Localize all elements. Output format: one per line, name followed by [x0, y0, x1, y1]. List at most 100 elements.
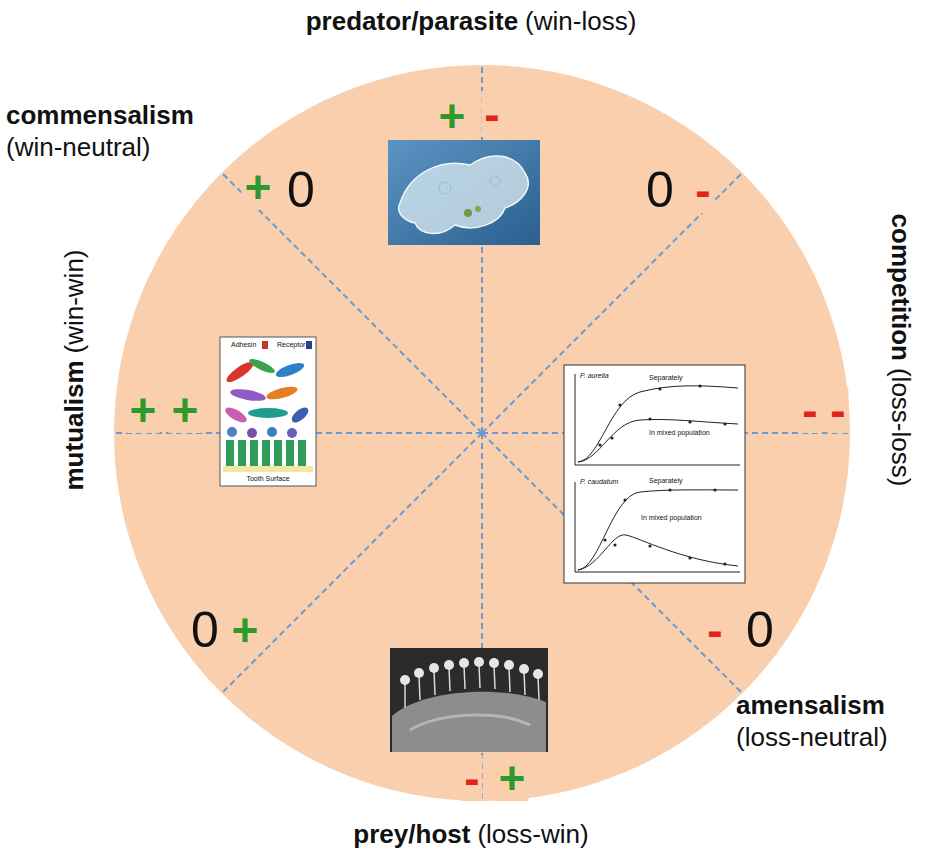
figure-text-group: Separately [648, 477, 683, 485]
figure-text-group: P. aurelia [579, 372, 610, 380]
sign-symbol-group: 0 [188, 605, 222, 655]
sign-symbol: + [229, 607, 262, 653]
illustration-part [519, 664, 529, 674]
cell-fold [410, 715, 530, 730]
photo-frame [390, 648, 548, 752]
illustration-part [414, 668, 424, 678]
relation-heading-group: mutualism(win-win) [59, 249, 91, 490]
amoeba-photo [388, 140, 540, 245]
pellicle-column [274, 440, 282, 466]
illustration-part [509, 667, 510, 692]
bacterium [248, 408, 288, 418]
relation-heading-group: amensalism(loss-neutral) [736, 690, 888, 753]
sign-symbol-group: - [481, 91, 502, 137]
illustration-part [688, 420, 691, 423]
growth-curve [578, 419, 738, 462]
biofilm-schematic [220, 337, 316, 486]
illustration-part [464, 665, 465, 689]
food-vacuole [464, 209, 472, 217]
illustration-part [474, 657, 484, 667]
illustration-part [504, 660, 514, 670]
relation-heading: amensalism [736, 690, 885, 722]
vacuole [439, 182, 451, 194]
chart-axes [575, 482, 740, 572]
sign-symbol-group: - [827, 387, 848, 433]
illustration-part [603, 538, 606, 541]
pellicle-layer [223, 466, 313, 472]
pellicle-column [262, 440, 270, 466]
figure-text-group: P. caudatum [579, 478, 619, 486]
sign-symbol-group: - [799, 387, 820, 433]
growth-curve [578, 490, 738, 570]
early-colonizer [227, 427, 237, 437]
competition-chart [564, 365, 745, 583]
illustration-part [524, 671, 525, 695]
sign-symbol: 0 [643, 165, 677, 215]
figure-text-group: In mixed population [640, 514, 703, 522]
figure-text-group: Receptor [276, 341, 306, 349]
sign-symbol-group: + [436, 93, 469, 139]
sign-symbol: 0 [188, 605, 222, 655]
relation-heading-group: predator/parasite(win-loss) [306, 6, 637, 38]
illustration-part [429, 663, 439, 673]
bacterium [229, 387, 266, 403]
amoeba-body [399, 156, 529, 233]
adhesin-symbol [262, 341, 268, 349]
relation-heading-group: prey/host(loss-win) [353, 819, 588, 851]
sign-symbol: - [799, 387, 820, 433]
bacterium [265, 384, 298, 402]
relation-heading: (win-neutral) [6, 132, 151, 164]
sign-symbol-group: 0 [743, 605, 777, 655]
illustration-part [598, 443, 601, 446]
relation-heading: commensalism [6, 100, 194, 132]
figure-text-group: Separately [648, 374, 683, 382]
illustration-part [434, 670, 435, 695]
relation-heading: (loss-win) [477, 819, 588, 851]
relation-heading: predator/parasite [306, 6, 518, 38]
sign-symbol-group: + [169, 387, 202, 433]
relation-heading-group: competition (loss-loss) [884, 214, 916, 487]
early-colonizer [267, 427, 277, 437]
sign-symbol: - [461, 755, 482, 801]
chart-axes [575, 374, 740, 465]
food-vacuole [475, 206, 481, 212]
illustration-part [533, 669, 543, 679]
phage-tails [405, 664, 539, 708]
schematic-frame [220, 337, 316, 486]
figure-text: P. caudatum [579, 478, 619, 486]
bacterium [289, 405, 311, 426]
figure-text: Receptor [276, 341, 306, 349]
illustration-part [623, 498, 626, 501]
sign-symbol: + [242, 164, 275, 210]
figure-text: Separately [648, 374, 683, 382]
illustration-part [400, 675, 410, 685]
relation-heading: prey/host [353, 819, 470, 851]
bacterial-cell [392, 692, 546, 752]
growth-curve [578, 535, 738, 570]
illustration-part [723, 422, 726, 425]
sign-symbol: + [496, 755, 529, 801]
sign-symbol-group: - [692, 167, 713, 213]
illustration-part [688, 556, 691, 559]
relation-heading: (loss-loss) [884, 368, 916, 486]
relation-heading: (win-loss) [525, 6, 636, 38]
sign-symbol: - [827, 387, 848, 433]
sign-symbol-group: - [461, 755, 482, 801]
sign-symbol-group: + [496, 755, 529, 801]
growth-curve [578, 386, 738, 462]
figure-text: P. aurelia [579, 372, 610, 380]
data-points [598, 384, 726, 565]
relation-heading: competition [884, 214, 916, 361]
early-colonizer [247, 428, 257, 438]
bacterium [248, 356, 277, 375]
illustration-part [658, 387, 661, 390]
illustration-part [618, 403, 621, 406]
sign-symbol-group: - [704, 607, 725, 653]
sign-symbol: 0 [743, 605, 777, 655]
figure-text: Tooth Surface [245, 475, 290, 483]
figure-text-group: In mixed population [648, 429, 711, 437]
sign-symbol-group: + [229, 607, 262, 653]
sign-symbol-group: 0 [284, 165, 318, 215]
sign-symbol: + [169, 387, 202, 433]
